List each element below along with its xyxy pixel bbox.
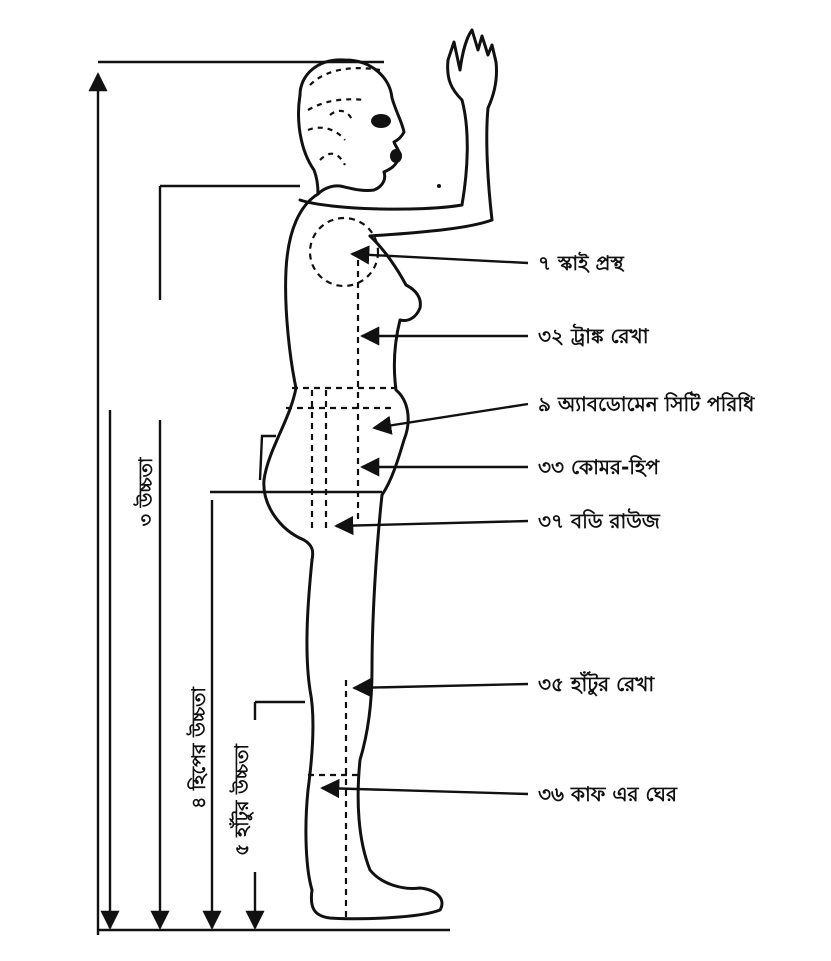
label-hip-height: ৪ হিপের উচ্চতা	[186, 686, 210, 809]
measurement-guides	[286, 218, 400, 918]
label-trunk-line: ৩২ ট্রাঙ্ক রেখা	[538, 323, 650, 348]
face-features	[371, 114, 441, 188]
face-details	[308, 68, 380, 165]
callout-7	[352, 254, 528, 263]
callout-9	[374, 404, 528, 428]
label-body-rise: ৩৭ বডি রাউজ	[538, 508, 661, 533]
front-leg-outline	[311, 495, 442, 919]
callout-37	[336, 521, 528, 526]
shoulder-circle	[310, 218, 378, 286]
eye-icon	[371, 114, 391, 128]
label-abdomen-circumference: ৯ অ্যাবডোমেন সিটি পরিধি	[538, 391, 755, 416]
waist-hip-box	[210, 436, 382, 492]
lips-icon	[390, 149, 402, 163]
back-leg-outline	[306, 560, 313, 890]
callout-36	[322, 788, 528, 794]
label-calf-girth: ৩৬ কাফ এর ঘের	[538, 782, 678, 806]
human-figure	[264, 30, 497, 919]
label-shoulder-width: ৭ স্কাই প্রস্থ	[538, 251, 624, 275]
label-height: ৩ উচ্চতা	[133, 456, 157, 526]
front-torso-outline	[370, 236, 420, 495]
back-outline	[264, 194, 318, 560]
label-knee-line: ৩৫ হাঁটুর রেখা	[538, 671, 655, 697]
callout-lines	[322, 254, 528, 794]
dot-mark	[437, 184, 441, 188]
label-waist-hip: ৩৩ কোমর-হিপ	[538, 455, 661, 479]
callout-35	[354, 684, 528, 688]
label-knee-height: ৫ হাঁটুর উচ্চতা	[229, 743, 254, 856]
